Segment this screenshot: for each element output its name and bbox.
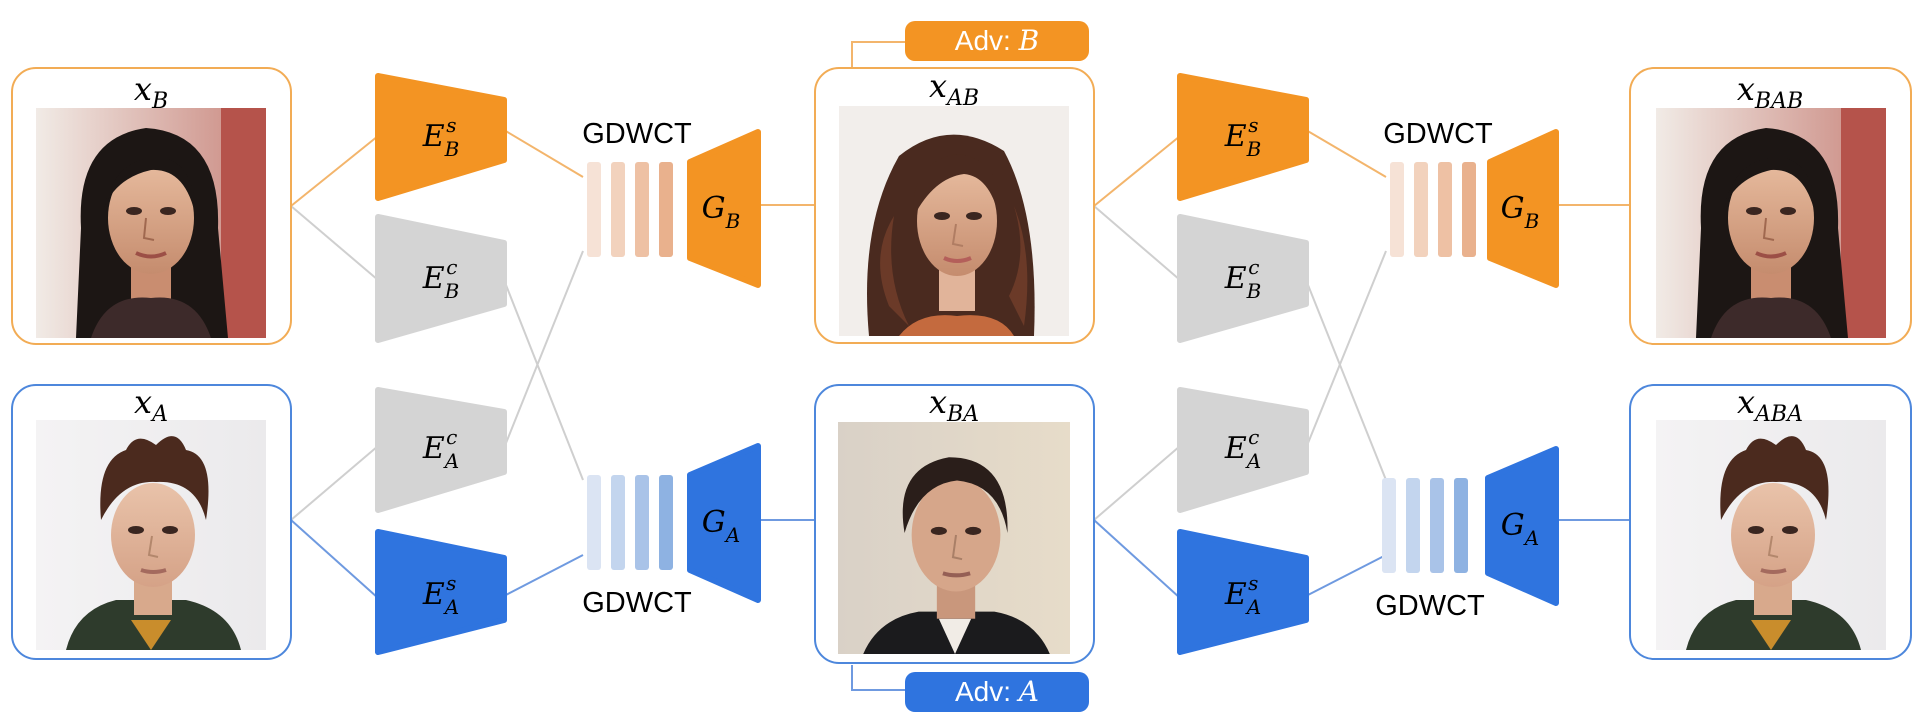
image-xA: xA [11, 383, 292, 660]
svg-text:EBs: EBs [422, 113, 460, 161]
young-man-photo [1656, 420, 1886, 650]
gdwct-block-A: GDWCT [582, 475, 692, 619]
encoder-EAc: EAc [375, 387, 507, 513]
svg-text:EAc: EAc [422, 425, 459, 473]
link-xA-EAs [290, 519, 379, 599]
gdwct-block-A-2: GDWCT [1375, 478, 1485, 622]
label-xBAB: xBAB [1737, 70, 1803, 114]
image-xBA: xBA [814, 383, 1095, 664]
encoder-EAs-2: EAs [1177, 529, 1309, 655]
label-xA: xA [134, 383, 168, 427]
encoder-EAc-2: EAc [1177, 387, 1309, 513]
label-xABA: xABA [1737, 383, 1803, 427]
svg-text:Adv: B: Adv: B [955, 24, 1039, 57]
svg-text:EBs: EBs [1224, 113, 1262, 161]
link-xB-EBs [290, 135, 379, 207]
adv-a-bracket [851, 665, 905, 691]
link-EBc-gdwctA [503, 279, 584, 481]
link-EAs-gdwctA [503, 554, 584, 597]
link-xBA-EAc2 [1093, 445, 1181, 521]
man-dark-hair-photo [838, 422, 1070, 654]
svg-text:EAs: EAs [422, 571, 459, 619]
encoder-EBs: EBs [375, 73, 507, 201]
link-EAc2-gdwctB2 [1305, 250, 1387, 449]
woman-dark-hair-photo [1656, 108, 1886, 338]
svg-text:GB: GB [702, 191, 741, 233]
svg-text:EAc: EAc [1224, 425, 1261, 473]
link-EBs-gdwctB [503, 129, 584, 178]
link-EBs2-gdwctB2 [1305, 129, 1387, 178]
encoder-EAs: EAs [375, 529, 507, 655]
svg-text:EBc: EBc [422, 255, 460, 303]
adv-b-badge: Adv: B [905, 21, 1089, 61]
gdwct-block-B-2: GDWCT [1383, 118, 1493, 257]
generator-GB: GB [687, 129, 761, 288]
svg-text:GB: GB [1501, 191, 1540, 233]
gdwct-label: GDWCT [1375, 590, 1485, 622]
gdwct-label: GDWCT [582, 587, 692, 619]
gdwct-label: GDWCT [1383, 118, 1493, 150]
link-xB-EBc [290, 205, 379, 281]
image-xAB: xAB [814, 67, 1095, 344]
adv-a-badge: Adv: A [905, 672, 1089, 712]
gdwct-label: GDWCT [582, 118, 692, 150]
generator-GA-2: GA [1485, 446, 1559, 606]
link-xAB-EBs2 [1093, 135, 1181, 207]
link-xAB-EBc2 [1093, 205, 1181, 281]
link-EBc2-gdwctA2 [1305, 279, 1387, 481]
svg-text:GA: GA [1501, 508, 1539, 550]
encoder-EBs-2: EBs [1177, 73, 1309, 201]
young-man-photo [36, 420, 266, 650]
woman-dark-hair-photo [36, 108, 266, 338]
connections [290, 41, 1630, 691]
svg-text:GA: GA [702, 505, 740, 547]
adv-b-bracket [851, 41, 905, 72]
label-xBA: xBA [929, 383, 979, 427]
link-xBA-EAs2 [1093, 519, 1181, 599]
label-xAB: xAB [929, 67, 979, 111]
svg-text:Adv: A: Adv: A [955, 675, 1039, 708]
svg-text:EBc: EBc [1224, 255, 1262, 303]
link-EAs2-gdwctA2 [1305, 554, 1387, 597]
generator-GA: GA [687, 443, 761, 603]
gdwct-block-B: GDWCT [582, 118, 692, 257]
woman-brown-hair-photo [839, 106, 1069, 336]
image-xB: xB [11, 67, 292, 345]
encoder-EBc-2: EBc [1177, 214, 1309, 343]
svg-text:EAs: EAs [1224, 571, 1261, 619]
image-xABA: xABA [1629, 383, 1912, 660]
link-xA-EAc [290, 445, 379, 521]
encoder-EBc: EBc [375, 214, 507, 343]
label-xB: xB [134, 70, 168, 114]
image-xBAB: xBAB [1629, 67, 1912, 345]
link-EAc-gdwctB [503, 250, 584, 449]
generator-GB-2: GB [1487, 129, 1559, 288]
